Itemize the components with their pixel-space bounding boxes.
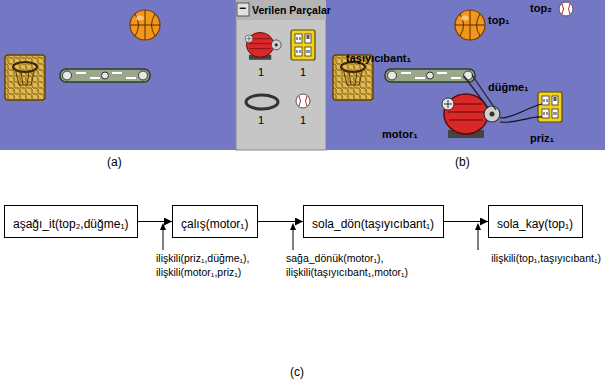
part-count: 1 <box>258 66 264 79</box>
box-text: aşağı_it(top₂,düğme₁) <box>13 217 128 231</box>
box-text: sola_kay(top₁) <box>497 217 573 231</box>
object-label: taşıyıcıbant₁ <box>346 52 411 65</box>
panel-caption: (a) <box>107 156 122 170</box>
condition-text: ilişkili(top₁,taşıyıcıbant₁) <box>491 252 601 264</box>
power-cord <box>500 104 542 122</box>
object-label: motor₁ <box>382 128 418 141</box>
condition-text: ilişkili(taşıyıcıbant₁,motor₁) <box>286 266 408 278</box>
box-text: sola_dön(taşıyıcıbant₁) <box>312 217 434 231</box>
part-count: 1 <box>300 114 306 127</box>
process-box: aşağı_it(top₂,düğme₁) <box>4 205 138 238</box>
object-label: düğme₁ <box>488 81 529 94</box>
part-count: 1 <box>258 114 264 127</box>
object-label: top₁ <box>488 14 510 27</box>
collapse-button: − <box>239 2 246 16</box>
flow-arrow <box>444 221 488 222</box>
flow-arrow <box>258 221 303 222</box>
process-box: çalış(motor₁) <box>172 205 258 238</box>
parts-panel <box>236 0 326 150</box>
condition-text: ilişkili(priz₁,düğme₁), <box>156 252 249 264</box>
panel-caption: (c) <box>290 366 304 380</box>
process-box: sola_kay(top₁) <box>488 205 583 238</box>
panel-title: Verilen Parçalar <box>252 4 331 16</box>
panel-caption: (b) <box>455 156 470 170</box>
rubber-band <box>246 95 278 109</box>
condition-text: sağa_dönük(motor₁), <box>286 252 384 264</box>
object-label: priz₁ <box>530 132 554 145</box>
flow-arrow <box>138 221 172 222</box>
condition-text: ilişkili(motor₁,priz₁) <box>156 266 241 278</box>
box-text: çalış(motor₁) <box>181 217 248 231</box>
part-count: 1 <box>300 66 306 79</box>
object-label: top₂ <box>530 2 552 15</box>
scene-a <box>0 0 236 150</box>
scene-b <box>326 0 605 150</box>
process-box: sola_dön(taşıyıcıbant₁) <box>303 205 444 238</box>
